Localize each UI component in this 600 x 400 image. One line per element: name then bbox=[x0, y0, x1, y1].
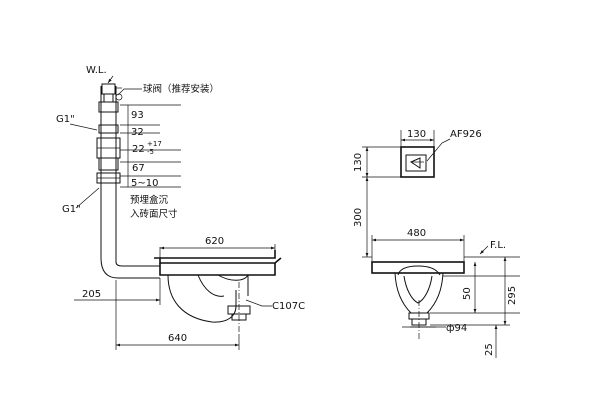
dim-300: 300 bbox=[353, 208, 364, 227]
front-view: 130 AF926 130 300 480 F.L. bbox=[353, 129, 520, 358]
dim-93: 93 bbox=[131, 110, 144, 121]
model-label: C107C bbox=[272, 301, 305, 312]
dim-205: 205 bbox=[82, 289, 101, 300]
dim-640: 640 bbox=[168, 333, 187, 344]
dim-22: 22 bbox=[132, 144, 145, 155]
embed-note-line2: 入砖面尺寸 bbox=[130, 208, 178, 220]
vertical-dimension-ladder bbox=[120, 104, 181, 188]
water-level-label: W.L. bbox=[86, 65, 107, 76]
dim-620: 620 bbox=[205, 236, 224, 247]
supply-pipe bbox=[100, 86, 160, 279]
side-view: W.L. 球阀（推荐安装） G1" bbox=[56, 65, 305, 350]
squat-pan-front bbox=[371, 261, 465, 340]
model-leader bbox=[245, 299, 272, 307]
dim-130-height: 130 bbox=[353, 153, 364, 172]
dim-32: 32 bbox=[131, 127, 144, 138]
dim-67: 67 bbox=[132, 163, 145, 174]
dim-22-tol-lower: -5 bbox=[147, 148, 154, 156]
floor-level-arrow bbox=[479, 245, 489, 255]
dim-50: 50 bbox=[462, 287, 473, 300]
pipe-fittings bbox=[96, 124, 121, 184]
dim-130-width: 130 bbox=[407, 129, 426, 140]
pipe-top-label: G1" bbox=[56, 114, 75, 125]
dim-25: 25 bbox=[484, 343, 495, 356]
pipe-bottom-leader bbox=[75, 187, 100, 209]
ball-valve bbox=[98, 83, 123, 113]
ball-valve-note: 球阀（推荐安装） bbox=[143, 83, 219, 95]
dim-22-tol-upper: +17 bbox=[147, 140, 162, 148]
floor-level-label: F.L. bbox=[490, 240, 506, 251]
dim-480: 480 bbox=[407, 228, 426, 239]
valve-model-label: AF926 bbox=[450, 129, 482, 140]
dim-295: 295 bbox=[507, 286, 518, 305]
dim-5-10: 5~10 bbox=[131, 178, 158, 189]
embed-note-line1: 预埋盒沉 bbox=[130, 194, 169, 206]
valve-model-leader bbox=[426, 138, 451, 162]
water-level-arrow bbox=[107, 75, 114, 84]
ball-valve-leader bbox=[117, 88, 142, 96]
pipe-top-leader bbox=[69, 123, 98, 131]
valve-box bbox=[400, 146, 435, 178]
dim-phi94: ф94 bbox=[446, 323, 467, 334]
pipe-bottom-label: G1" bbox=[62, 204, 81, 215]
squat-pan-side bbox=[154, 250, 282, 335]
